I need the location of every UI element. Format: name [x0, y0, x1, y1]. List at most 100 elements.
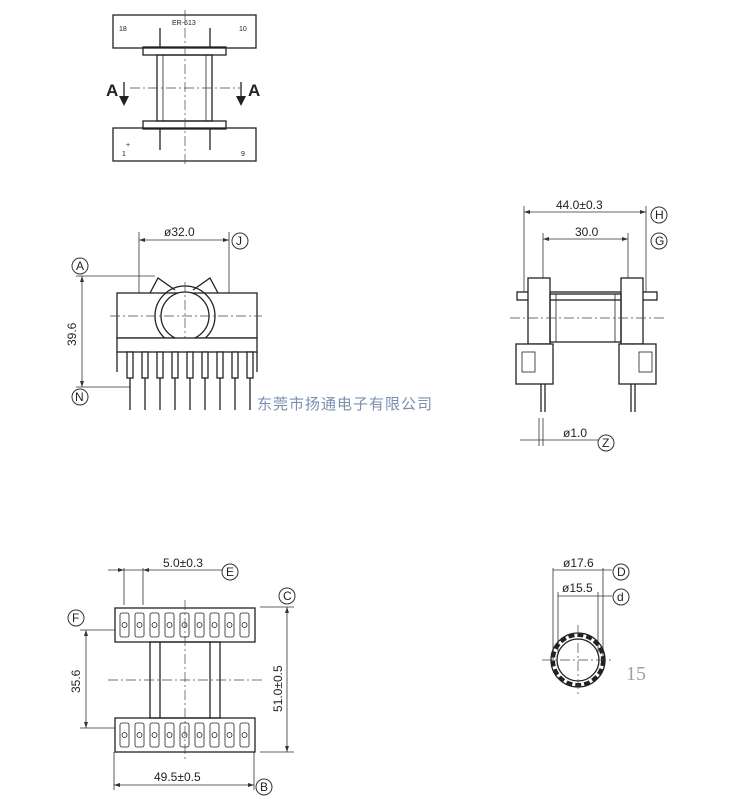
pin-hole [196, 732, 203, 738]
pin-housing [186, 351, 194, 379]
pin-hole [151, 732, 158, 738]
terminal-slot [119, 722, 130, 748]
bottom-view: 5.0±0.3 E 35.6 F 51.0±0.5 C 49.5±0.5 B [67, 556, 296, 796]
terminal-slot [149, 612, 160, 638]
terminal-slot [179, 722, 190, 748]
pin-hole [121, 622, 128, 628]
outer-diameter-label: ø17.6 [563, 556, 594, 570]
terminal-base [116, 337, 258, 353]
marker-z [597, 434, 615, 452]
top-view: 18 10 1 9 ER-613 + A A [106, 10, 260, 166]
pin-housing [171, 351, 179, 379]
bottom-slots [119, 612, 250, 748]
svg-text:F: F [72, 611, 79, 625]
marker-a [71, 257, 89, 275]
terminal-slot [239, 612, 250, 638]
section-label-left: A [106, 81, 118, 100]
page-number: 15 [626, 663, 646, 685]
inner-diameter-label: ø15.5 [562, 581, 593, 595]
terminal-slot [194, 612, 205, 638]
section-label-right: A [248, 81, 260, 100]
front-view: ø32.0 J 39.6 A N [65, 225, 262, 406]
upper-flange [112, 14, 257, 49]
pin-housing [126, 351, 134, 379]
terminal-slot [224, 722, 235, 748]
svg-text:J: J [236, 234, 242, 248]
pin-hole [136, 732, 143, 738]
pin-housing [246, 351, 254, 379]
terminal-slot [134, 722, 145, 748]
terminal-slot [134, 612, 145, 638]
terminal-slot [194, 722, 205, 748]
terminal-slot [164, 722, 175, 748]
pin-hole [181, 622, 188, 628]
pin-hole [166, 732, 173, 738]
pin-hole [151, 622, 158, 628]
diameter-label: ø32.0 [164, 225, 195, 239]
terminal-slot [164, 612, 175, 638]
svg-text:E: E [226, 565, 234, 579]
pin-label-1: 1 [122, 151, 126, 158]
marker-h [650, 206, 668, 224]
side-view: 44.0±0.3 H 30.0 G ø1.0 Z [510, 198, 668, 452]
marker-b [255, 778, 273, 796]
section-arrow-left [119, 96, 129, 106]
pin-hole [241, 732, 248, 738]
pin-housing [201, 351, 209, 379]
pin-label-9: 9 [241, 151, 245, 158]
marker-n [71, 388, 89, 406]
marker-d-lower [612, 588, 630, 606]
pitch-label: 5.0±0.3 [163, 556, 203, 570]
bore-view: ø17.6 ø15.5 D d [542, 556, 630, 694]
marker-f [67, 609, 85, 627]
width-inner-label: 30.0 [575, 225, 599, 239]
lower-flange [112, 127, 257, 162]
front-pins [126, 351, 254, 410]
marker-d-upper [612, 563, 630, 581]
width-label: 49.5±0.5 [154, 770, 201, 784]
pin-hole [226, 732, 233, 738]
pin-label-10: 10 [239, 26, 247, 33]
marker-c [278, 587, 296, 605]
pin-housing [216, 351, 224, 379]
marker-j [231, 232, 249, 250]
svg-text:N: N [75, 390, 84, 404]
height-inner-label: 35.6 [69, 669, 83, 693]
terminal-slot [209, 722, 220, 748]
pin-hole [211, 732, 218, 738]
pin-housing [156, 351, 164, 379]
pin-hole [211, 622, 218, 628]
marker-e [221, 563, 239, 581]
svg-text:Z: Z [602, 436, 609, 450]
terminal-slot [239, 722, 250, 748]
pin-housing [141, 351, 149, 379]
pin-hole [181, 732, 188, 738]
terminal-slot [179, 612, 190, 638]
svg-text:B: B [260, 780, 268, 794]
terminal-slot [149, 722, 160, 748]
width-outer-label: 44.0±0.3 [556, 198, 603, 212]
pin-hole [226, 622, 233, 628]
pin-hole [196, 622, 203, 628]
pin-hole [166, 622, 173, 628]
pin-housing [231, 351, 239, 379]
svg-text:C: C [283, 589, 292, 603]
section-arrow-right [236, 96, 246, 106]
svg-text:H: H [655, 208, 664, 222]
pin-hole [121, 732, 128, 738]
svg-text:D: D [617, 565, 626, 579]
svg-text:+: + [126, 142, 130, 149]
terminal-slot [119, 612, 130, 638]
svg-text:G: G [655, 234, 664, 248]
watermark: 东莞市扬通电子有限公司 [257, 395, 433, 413]
pin-hole [136, 622, 143, 628]
height-outer-label: 51.0±0.5 [271, 665, 285, 712]
terminal-slot [209, 612, 220, 638]
height-label: 39.6 [65, 322, 79, 346]
svg-text:d: d [617, 590, 624, 604]
pin-label-18: 18 [119, 26, 127, 33]
terminal-slot [224, 612, 235, 638]
marker-g [650, 232, 668, 250]
svg-text:A: A [76, 259, 84, 273]
